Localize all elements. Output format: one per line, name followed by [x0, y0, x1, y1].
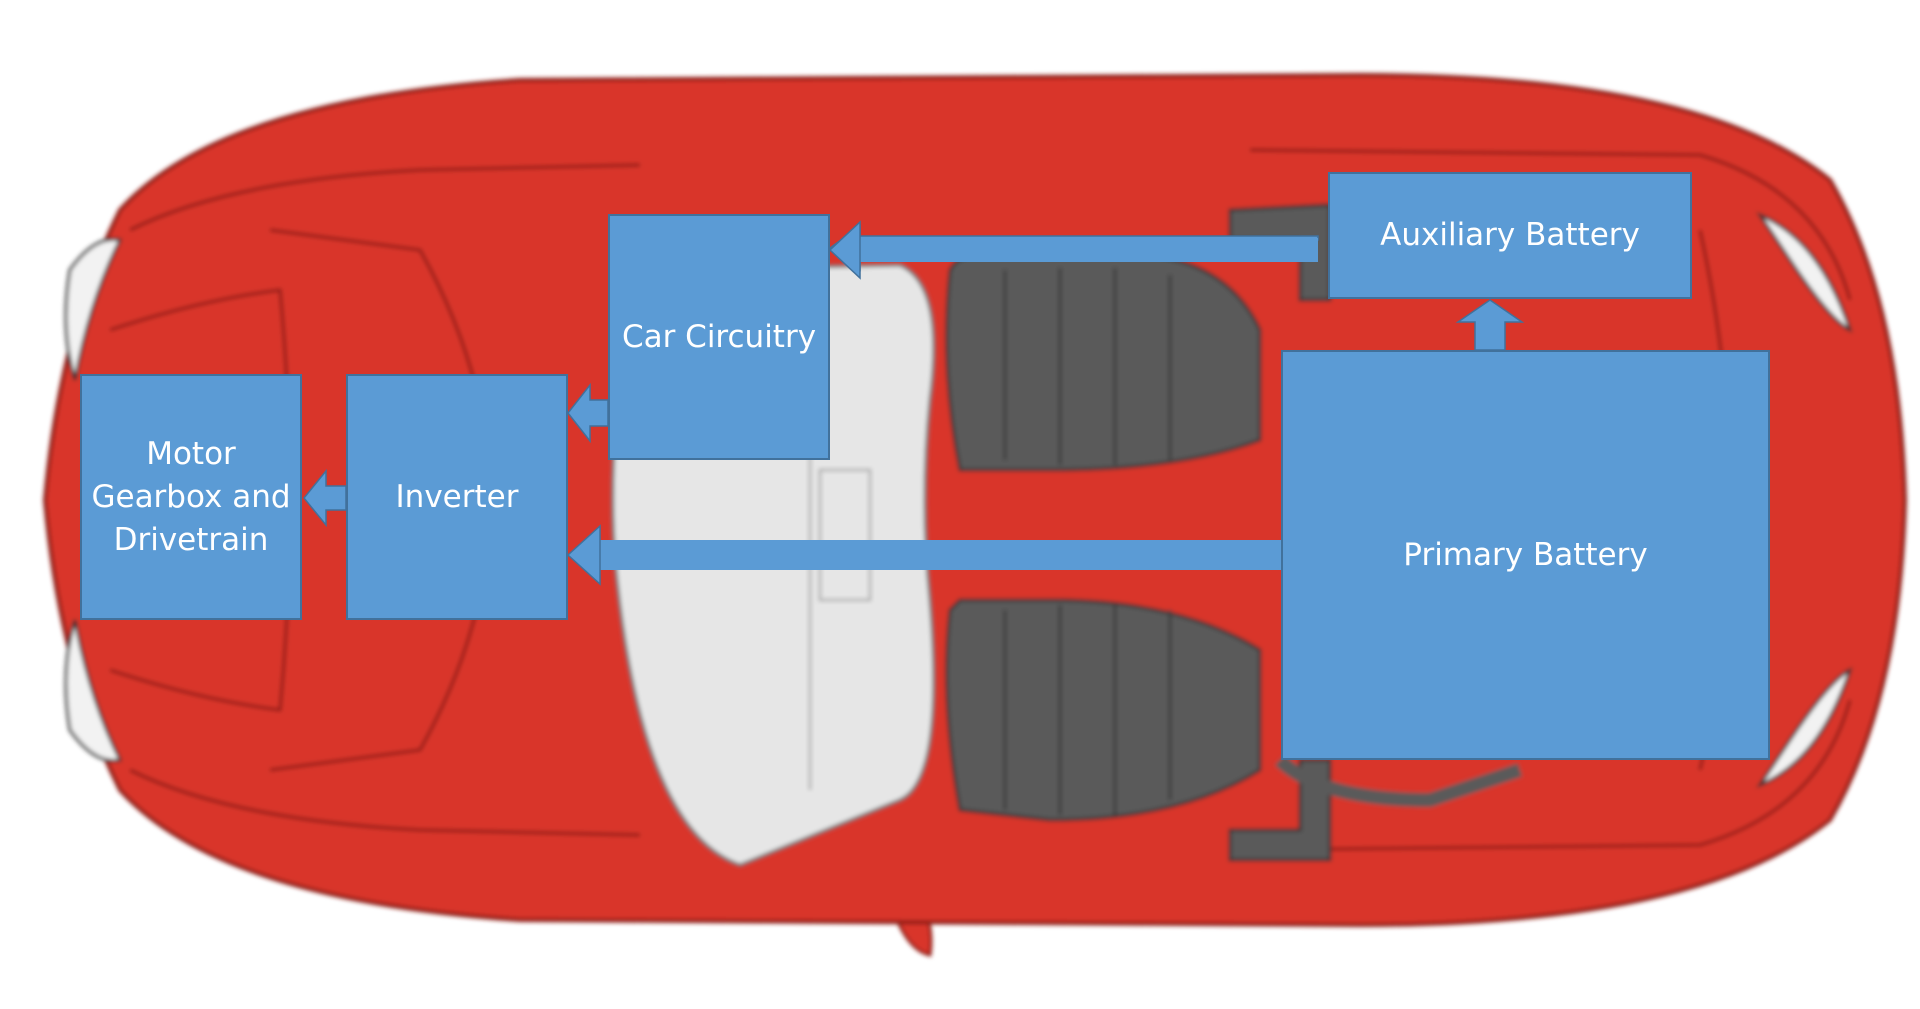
inverter-box-label: Inverter	[395, 478, 519, 515]
auxiliary-box-label: Auxiliary Battery	[1380, 217, 1640, 253]
auxiliary-battery-box: Auxiliary Battery	[1328, 172, 1692, 299]
motor-box-label: Motor Gearbox and Drivetrain	[91, 435, 291, 558]
circuitry-box-label: Car Circuitry	[621, 318, 817, 355]
primary-battery-box: Primary Battery	[1281, 350, 1770, 760]
inverter-box: Inverter	[346, 374, 568, 620]
car-circuitry-box: Car Circuitry	[608, 214, 830, 460]
primary-box-label: Primary Battery	[1403, 536, 1648, 573]
motor-gearbox-drivetrain-box: Motor Gearbox and Drivetrain	[80, 374, 302, 620]
